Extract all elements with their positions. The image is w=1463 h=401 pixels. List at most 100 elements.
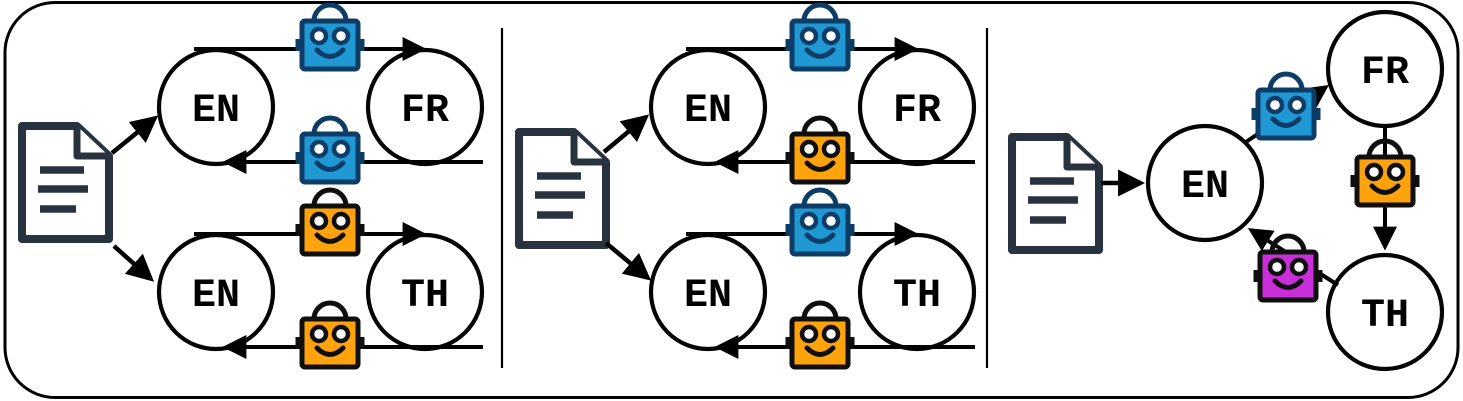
robot-eye [309,26,329,46]
document-fold [73,126,109,160]
robot-ear [1251,108,1258,120]
robot-antenna [1366,138,1404,158]
document-outline [1008,133,1103,254]
robot-ear [848,337,855,349]
arrow-document-to-en [112,244,155,282]
robot-ear [358,152,365,164]
robot-ear [848,152,855,164]
robot-ear [358,224,365,236]
document-outline [515,128,610,249]
robot-ear [1316,270,1323,282]
node-label-en: EN [192,274,240,319]
robot-smile [804,345,836,357]
robot-head [1255,87,1317,141]
document-icon [515,128,610,249]
robot-smile [804,160,836,172]
node-label-th: TH [1361,294,1409,339]
panel-right: EN FR TH [1008,9,1445,372]
robot-eye [331,211,351,231]
robot-smile [1272,278,1304,290]
node-label-en: EN [192,89,240,134]
robot-antenna [311,300,349,320]
panel-left: EN FR EN TH [18,2,485,370]
robot-ear [295,152,302,164]
robot-ear [358,39,365,51]
robot-head [299,18,361,72]
robot-antenna [801,2,839,22]
robot-antenna [311,2,349,22]
node-label-th: TH [893,274,941,319]
robot-ear [1350,175,1357,187]
arrow-document-to-en [604,241,652,281]
robot-eye [1386,162,1406,182]
node-circle-en [1145,123,1265,243]
robot-ear [785,152,792,164]
robot-smile [314,160,346,172]
panel-middle: EN FR EN TH [515,2,977,370]
figure-border [3,1,1460,399]
robot-eye [331,139,351,159]
node-circle-fr [1325,9,1445,129]
robot-head [789,203,851,257]
robot-eye [1287,95,1307,115]
robot-antenna [801,187,839,207]
robot-icon-blue [785,187,855,257]
robot-smile [1369,183,1401,195]
robot-eye [1265,95,1285,115]
node-label-fr: FR [893,89,941,134]
robot-eye [1289,257,1309,277]
robot-ear [358,337,365,349]
robot-eye [309,324,329,344]
robot-ear [785,39,792,51]
robot-antenna [1267,71,1305,91]
robot-eye [331,324,351,344]
robot-ear [295,39,302,51]
document-icon [18,122,113,243]
node-label-fr: FR [401,89,449,134]
robot-ear [1253,270,1260,282]
robot-icon-orange [1350,138,1420,208]
robot-icon-blue [785,2,855,72]
robot-eye [799,139,819,159]
document-outline [18,122,113,243]
node-circle-th [1325,252,1445,372]
robot-ear [785,337,792,349]
robot-antenna [311,187,349,207]
arrow-document-to-en [602,114,650,154]
document-icon [1008,133,1103,254]
robot-head [789,131,851,185]
robot-antenna [801,300,839,320]
robot-eye [309,211,329,231]
robot-head [299,203,361,257]
robot-icon-blue [1251,71,1321,141]
robot-antenna [801,115,839,135]
node-label-fr: FR [1361,51,1409,96]
node-label-en: EN [684,274,732,319]
robot-icon-orange [785,115,855,185]
robot-ear [295,224,302,236]
robot-eye [1267,257,1287,277]
robot-eye [799,26,819,46]
robot-eye [331,26,351,46]
robot-eye [799,211,819,231]
robot-smile [314,232,346,244]
robot-head [1257,249,1319,303]
robot-head [1354,154,1416,208]
robot-eye [1364,162,1384,182]
robot-smile [314,47,346,59]
robot-eye [821,139,841,159]
document-fold [1063,137,1099,171]
arrow-document-to-en [110,115,159,155]
robot-eye [799,324,819,344]
robot-head [789,316,851,370]
robot-antenna [1269,233,1307,253]
robot-head [299,316,361,370]
robot-ear [848,224,855,236]
robot-head [789,18,851,72]
robot-icon-blue [295,2,365,72]
robot-ear [1413,175,1420,187]
robot-ear [785,224,792,236]
robot-ear [295,337,302,349]
